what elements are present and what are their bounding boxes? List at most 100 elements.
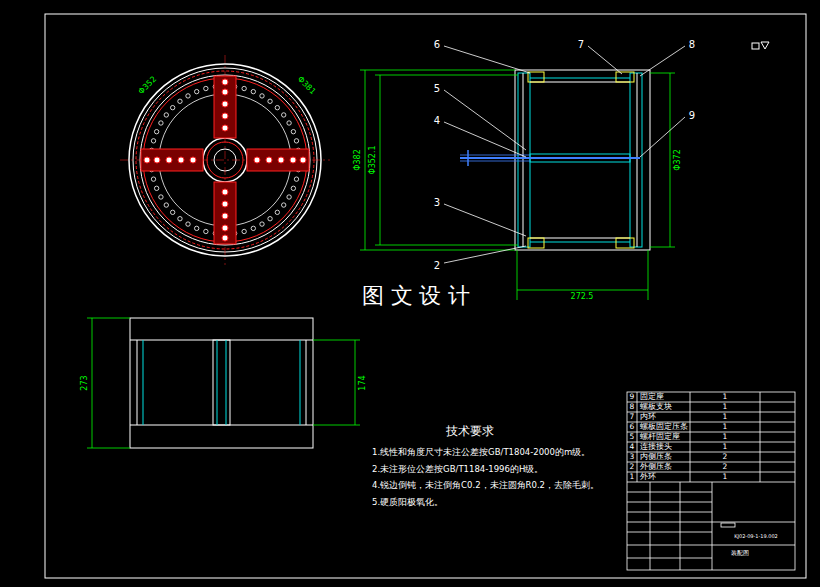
note-line: 4.锐边倒钝，未注倒角C0.2，未注圆角R0.2，去除毛刺。 [372,481,599,490]
parts-table [627,392,795,570]
spoke-hole [222,79,228,85]
sheet-symbol [752,42,769,49]
ring-hole [170,210,174,214]
spoke-hole [300,157,306,163]
spoke [141,149,203,171]
table-cell: 4 [630,443,635,451]
spoke-hole [266,157,272,163]
ring-hole [282,203,286,207]
table-cell: 2 [723,463,728,471]
table-cell: 1 [723,433,728,441]
table-cell: 螺板固定压条 [640,423,688,431]
table-cell: 5 [630,433,635,441]
table-cell: 螺杆固定座 [640,433,680,441]
table-cell: 1 [723,403,728,411]
callout-number: 7 [578,39,584,50]
ring-hole [159,195,163,199]
spoke-hole [166,157,172,163]
note-line: 2.未注形位公差按GB/T1184-1996的H级。 [372,465,543,474]
section-view [460,70,650,250]
spoke [247,149,309,171]
ring-hole [151,139,155,143]
dimension-text: Φ352 [137,75,158,96]
ring-hole [251,89,255,93]
leader-lines [444,46,685,263]
top-view [130,318,313,448]
table-cell: 1 [723,473,728,481]
spoke-hole [222,235,228,241]
ring-hole [194,89,198,93]
spoke-hole [222,89,228,95]
ring-hole [204,86,208,90]
spoke-hole [222,113,228,119]
spoke-hole [222,101,228,107]
spoke-hole [222,201,228,207]
table-cell: 内环 [640,413,656,421]
dimension-text: Φ372 [674,149,683,171]
dimension-text: 272.5 [571,293,594,302]
ring-hole [251,226,255,230]
table-cell: 1 [723,413,728,421]
callout-number: 3 [434,197,440,208]
spoke-hole [254,157,260,163]
spoke-hole [178,157,184,163]
table-cell: 2 [630,463,635,471]
dimension-lines [360,70,675,300]
ring-hole [194,226,198,230]
table-cell: 8 [630,403,635,411]
table-cell: 6 [630,423,635,431]
notes-heading: 技术要求 [446,425,494,438]
ring-hole [291,129,295,133]
spoke-hole [190,157,196,163]
table-cell: 7 [630,413,635,421]
table-cell: 3 [630,453,635,461]
callout-number: 6 [434,39,440,50]
table-cell: 1 [723,423,728,431]
ring-hole [204,229,208,233]
callout-number: 4 [434,115,440,126]
drawing-number: KJ02-09-1-19.002 [734,534,778,540]
table-cell: 外侧压条 [640,463,672,471]
ring-hole [287,121,291,125]
spoke-hole [222,213,228,219]
callout-number: 9 [689,110,695,121]
spoke-hole [144,157,150,163]
ring-hole [291,186,295,190]
ring-hole [242,229,246,233]
front-view [120,55,330,265]
dimension-text: Φ381 [295,75,316,96]
table-cell: 螺板支块 [640,403,672,411]
callout-number: 2 [434,260,440,271]
note-line: 1.线性和角度尺寸未注公差按GB/T1804-2000的m级。 [372,448,590,457]
table-cell: 1 [630,473,635,481]
table-cell: 1 [723,443,728,451]
dimension-text: Φ382 [354,149,363,171]
ring-hole [260,222,264,226]
spoke-hole [222,125,228,131]
note-line: 5.硬质阳极氧化。 [372,498,443,507]
table-cell: 固定座 [640,393,664,401]
ring-hole [294,177,298,181]
ring-hole [154,186,158,190]
spoke-hole [222,189,228,195]
dimension-lines [87,318,360,448]
table-cell: 1 [723,393,728,401]
watermark: 图 文 设 计 [358,283,475,309]
spoke-hole [278,157,284,163]
table-cell: 连接接头 [640,443,672,451]
spoke-hole [222,225,228,231]
ring-hole [242,86,246,90]
table-cell: 内侧压条 [640,453,672,461]
table-grid [627,402,795,472]
table-cell: 9 [630,393,635,401]
ring-hole [275,210,279,214]
callout-number: 8 [689,39,695,50]
ring-hole [275,105,279,109]
dimension-text: Φ352.1 [369,145,378,174]
ring-hole [268,217,272,221]
ring-hole [268,99,272,103]
spoke [214,76,236,138]
dimension-text: 174 [359,375,368,390]
ring-hole [260,94,264,98]
